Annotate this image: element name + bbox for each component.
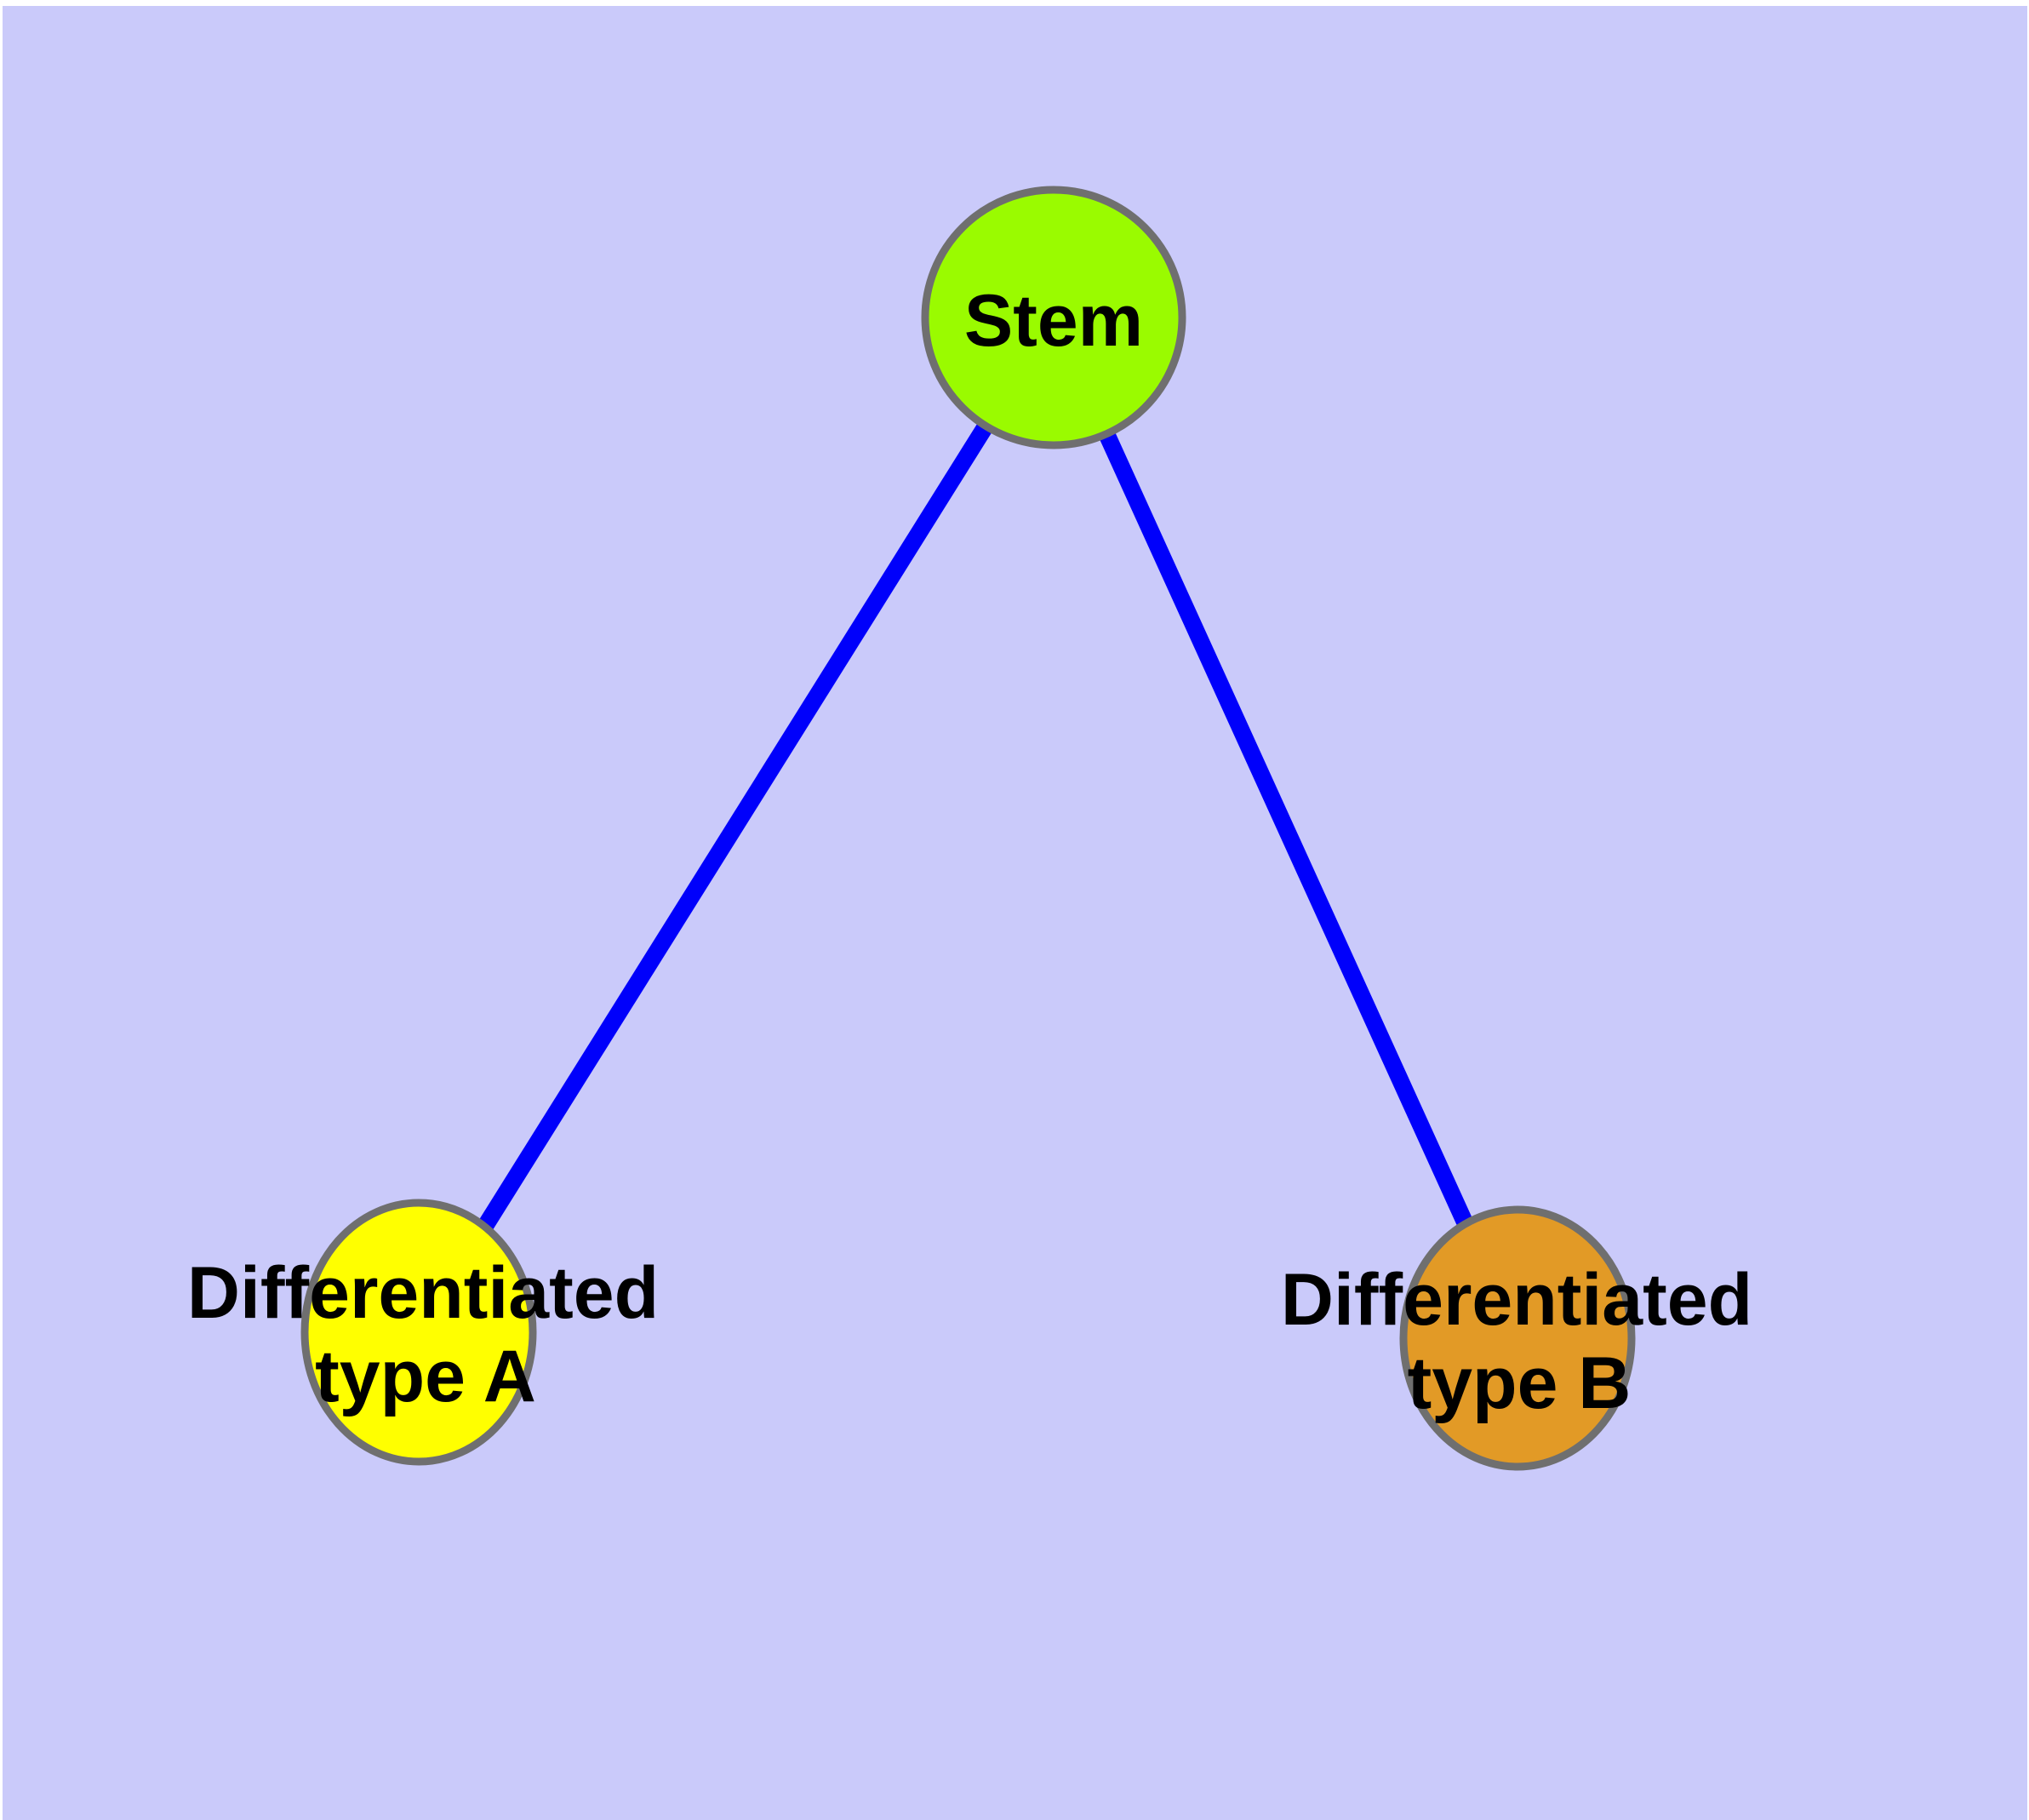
node-differentiated-type-b [1399,1205,1636,1471]
edge-stem-to-type-a [411,312,1061,1337]
edge-layer [411,312,1526,1342]
edge-stem-to-type-b [1045,313,1526,1342]
node-type-b-label-line2: type B [1408,1342,1632,1424]
label-layer: Stem Differentiated type A Differentiate… [187,280,1752,1424]
node-stem-label: Stem [964,280,1143,362]
node-type-b-label-line1: Differentiated [1281,1259,1752,1341]
node-layer [300,186,1636,1471]
node-type-a-label-line2: type A [315,1336,536,1417]
node-stem [921,186,1186,449]
node-type-a-label-line1: Differentiated [187,1252,659,1334]
node-differentiated-type-a [300,1199,537,1466]
